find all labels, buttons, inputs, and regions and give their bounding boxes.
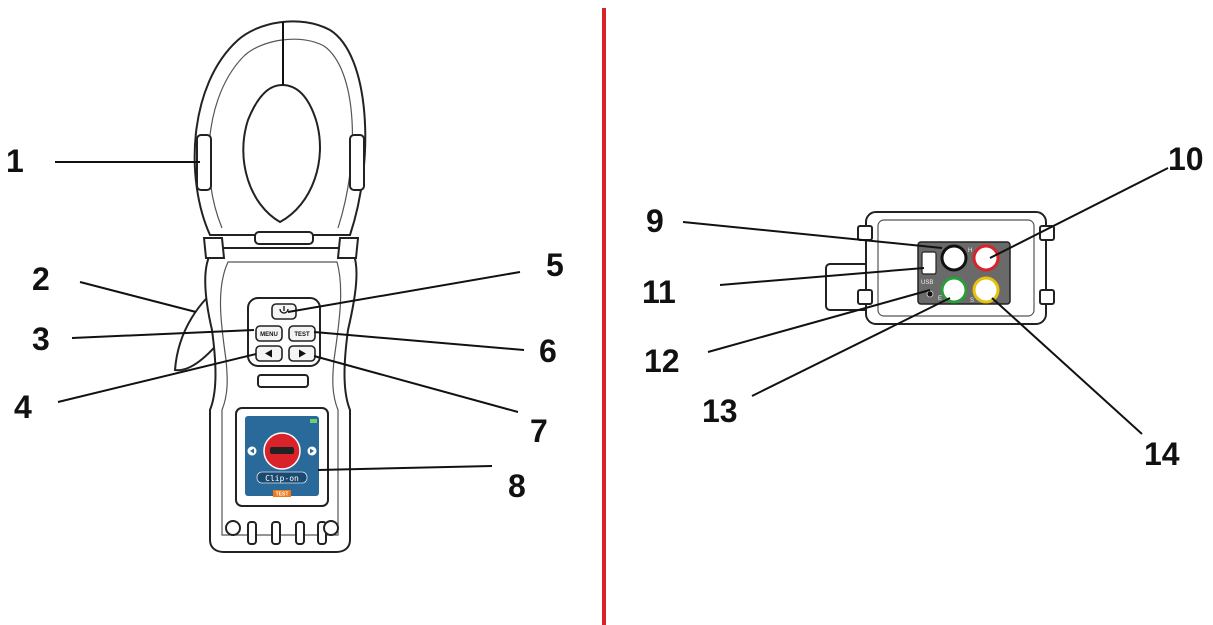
menu-button[interactable] bbox=[255, 325, 283, 342]
callout-2: 2 bbox=[32, 261, 50, 297]
port-label-h: H bbox=[968, 248, 972, 254]
screen-test-badge-label: TEST bbox=[276, 492, 289, 498]
leader-line-7 bbox=[313, 355, 519, 413]
port-label-e: E bbox=[938, 296, 942, 302]
clamp-meter-front: MENU TEST Clip-on TEST bbox=[173, 20, 367, 553]
leader-line-8 bbox=[317, 465, 493, 471]
callout-13: 13 bbox=[702, 393, 738, 429]
leader-line-13 bbox=[751, 297, 951, 397]
bottom-slot bbox=[295, 521, 305, 545]
callout-4: 4 bbox=[14, 389, 32, 425]
leader-line-5 bbox=[287, 271, 521, 313]
leader-lines-right bbox=[682, 167, 1169, 435]
clamp-mode-glyph bbox=[270, 447, 294, 454]
callout-12: 12 bbox=[644, 343, 680, 379]
mode-label-pill bbox=[256, 471, 308, 484]
lanyard-hole-left bbox=[225, 520, 241, 536]
jaw-label-plate bbox=[254, 231, 314, 245]
leader-line-10 bbox=[989, 167, 1169, 259]
lanyard-hole-right bbox=[323, 520, 339, 536]
callout-5: 5 bbox=[546, 247, 564, 283]
model-label-plate bbox=[257, 374, 309, 388]
callout-14: 14 bbox=[1144, 436, 1180, 472]
body-ear-right bbox=[336, 237, 360, 259]
arrow-right-icon bbox=[299, 349, 306, 358]
leader-lines-left bbox=[55, 161, 525, 471]
red-terminal bbox=[972, 244, 1000, 272]
yellow-terminal bbox=[972, 276, 1000, 304]
callout-11: 11 bbox=[642, 274, 676, 310]
menu-button-label: MENU bbox=[260, 332, 278, 338]
leader-line-14 bbox=[991, 297, 1143, 435]
callout-10: 10 bbox=[1168, 141, 1204, 177]
aux-jack bbox=[926, 290, 934, 298]
callout-3: 3 bbox=[32, 321, 50, 357]
arrow-left-icon bbox=[265, 349, 272, 358]
leader-line-2 bbox=[79, 281, 197, 313]
clamp-meter-top: USB H E S bbox=[825, 211, 1055, 325]
leader-line-12 bbox=[707, 289, 931, 353]
callout-7: 7 bbox=[530, 413, 548, 449]
leader-line-6 bbox=[313, 331, 525, 351]
usb-port bbox=[921, 251, 937, 275]
leader-line-3 bbox=[71, 329, 255, 339]
bottom-slot bbox=[247, 521, 257, 545]
test-button-label: TEST bbox=[294, 332, 310, 338]
usb-label: USB bbox=[921, 280, 933, 286]
callout-6: 6 bbox=[539, 333, 557, 369]
leader-line-9 bbox=[682, 221, 943, 249]
battery-icon bbox=[310, 419, 317, 423]
screen-mode-label: Clip-on bbox=[265, 474, 299, 483]
leader-line-4 bbox=[57, 353, 257, 403]
body-ear-left bbox=[202, 237, 226, 259]
callout-9: 9 bbox=[646, 203, 664, 239]
green-terminal bbox=[940, 276, 968, 304]
power-icon bbox=[279, 306, 289, 314]
leader-line-11 bbox=[719, 267, 925, 286]
test-button[interactable] bbox=[288, 325, 316, 342]
bottom-slot bbox=[271, 521, 281, 545]
port-label-s: S bbox=[970, 298, 974, 304]
callout-1: 1 bbox=[6, 143, 24, 179]
jaw-grip-right bbox=[349, 134, 365, 191]
screen-test-badge bbox=[273, 490, 291, 497]
callout-8: 8 bbox=[508, 468, 526, 504]
black-terminal bbox=[940, 244, 968, 272]
